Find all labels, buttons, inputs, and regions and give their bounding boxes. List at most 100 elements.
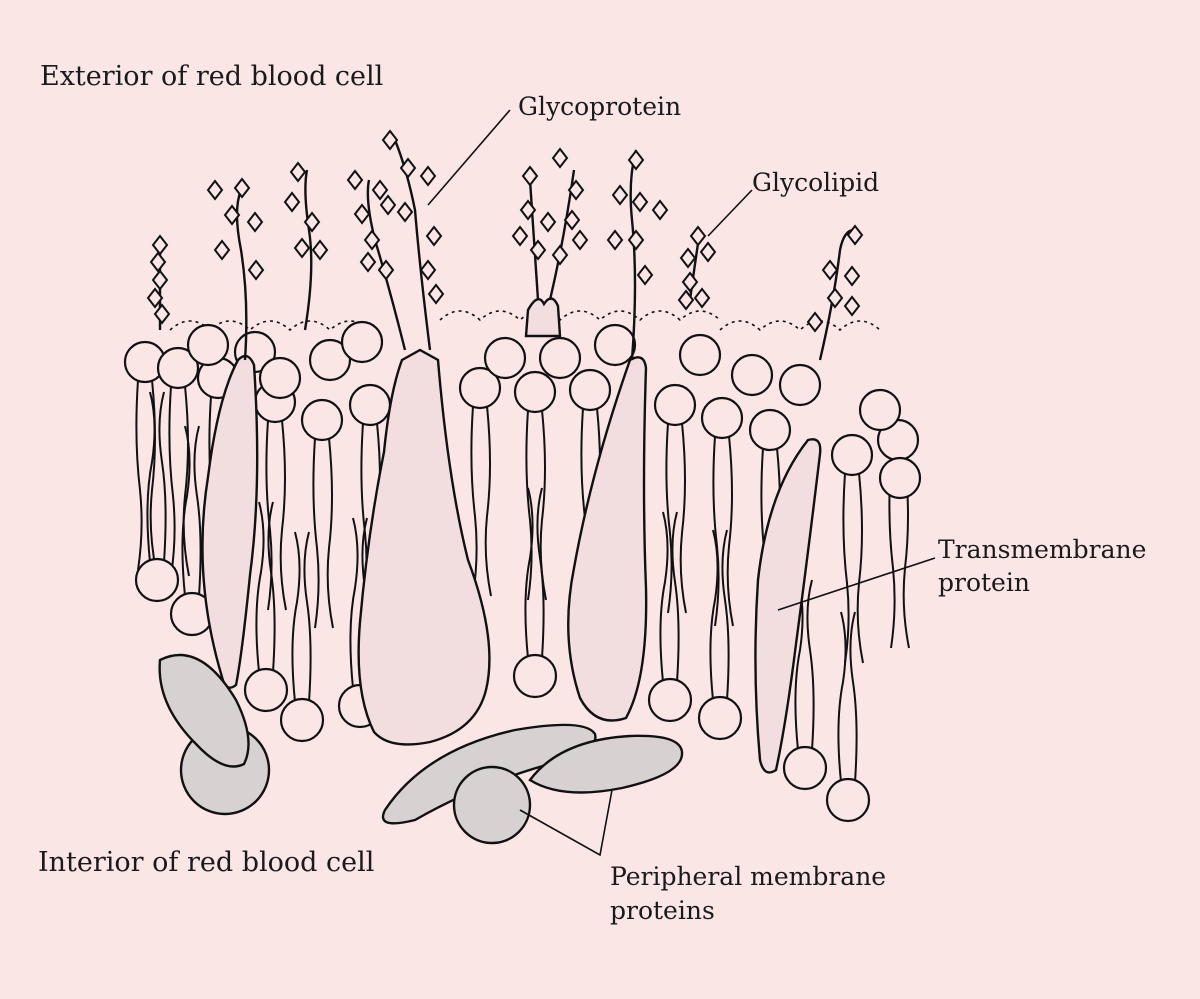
sugar-diamond: [427, 283, 445, 305]
upper-lipid-heads: [123, 320, 922, 500]
sugar-diamond: [151, 234, 169, 256]
lipid-tail: [837, 611, 847, 783]
lipid-head: [258, 356, 302, 400]
sugar-diamond: [311, 239, 329, 261]
sugar-diamond: [843, 295, 861, 317]
sugar-diamond: [353, 203, 371, 225]
lipid-tail: [158, 391, 167, 563]
peripheral-ellipse-left: [158, 653, 250, 768]
sugar-diamond: [419, 259, 437, 281]
sugar-diamond: [371, 179, 389, 201]
lipid-head: [593, 323, 637, 367]
sugar-diamond: [379, 194, 397, 216]
glycolipid-leader: [707, 189, 753, 237]
lipid-head: [186, 323, 230, 367]
lipid-tail: [524, 487, 534, 659]
lipid-tail: [470, 405, 478, 597]
lipid-tail: [265, 419, 273, 611]
lipid-tail: [303, 531, 312, 703]
sugar-diamond: [636, 264, 654, 286]
sugar-diamond: [843, 265, 861, 287]
back-row-heads: [169, 310, 881, 332]
sugar-diamond: [846, 224, 864, 246]
sugar-diamond: [631, 191, 649, 213]
peripheral-proteins: [158, 653, 684, 845]
transmembrane-label-line2: protein: [938, 568, 1030, 597]
peripheral-blob-bottom: [452, 765, 532, 845]
sugar-diamond: [213, 239, 231, 261]
sugar-diamond: [233, 177, 251, 199]
lipid-head: [830, 433, 874, 477]
sugar-diamond: [151, 269, 169, 291]
sugar-diamond: [247, 259, 265, 281]
lipid-tail: [849, 611, 858, 783]
glycoprotein-label: Glycoprotein: [518, 92, 682, 121]
lipid-head: [700, 396, 744, 440]
lipid-tail: [525, 409, 533, 601]
sugar-diamond: [563, 209, 581, 231]
glycoprotein-leader: [427, 109, 511, 206]
lipid-tail: [135, 379, 143, 571]
transmembrane-label-line1: Transmembrane: [938, 535, 1147, 564]
protein-left: [201, 354, 259, 689]
peripheral-ellipse-right: [528, 734, 684, 794]
lower-lipid-tails: [146, 391, 858, 783]
lipid-head: [678, 333, 722, 377]
sugar-diamond: [679, 247, 697, 269]
peripheral-label-line1: Peripheral membrane: [610, 862, 887, 891]
sugar-diamond: [651, 199, 669, 221]
sugar-diamond: [821, 259, 839, 281]
sugar-diamond: [289, 161, 307, 183]
lipid-tail: [168, 385, 176, 577]
protein-center-right: [567, 356, 648, 722]
lipid-tail: [806, 579, 815, 751]
lipid-head: [348, 383, 392, 427]
interior-label: Interior of red blood cell: [38, 847, 375, 878]
lipid-tail: [665, 422, 673, 614]
lipid-tail: [721, 529, 730, 701]
sugar-diamond: [293, 237, 311, 259]
lipid-head: [697, 695, 743, 741]
sugar-diamond: [529, 239, 547, 261]
sugar-diamond: [551, 147, 569, 169]
lipid-head: [538, 336, 582, 380]
peripheral-label-line2: proteins: [610, 896, 715, 925]
lipid-head: [778, 363, 822, 407]
sugar-diamond: [567, 179, 585, 201]
lipid-head: [730, 353, 774, 397]
lipid-tail: [842, 472, 850, 664]
lipid-head: [483, 336, 527, 380]
protein-small-top: [524, 297, 562, 338]
protein-center-large: [357, 348, 491, 746]
exterior-label: Exterior of red blood cell: [40, 61, 384, 92]
lipid-tail: [349, 517, 359, 689]
lipid-tail: [193, 425, 202, 597]
lipid-tail: [291, 531, 301, 703]
sugar-diamond: [399, 157, 417, 179]
sugar-diamond: [521, 165, 539, 187]
lipid-tail: [659, 511, 669, 683]
lipid-head: [156, 346, 200, 390]
lipid-tail: [255, 501, 265, 673]
sugar-diamond: [396, 201, 414, 223]
lipid-head: [653, 383, 697, 427]
lipid-tail: [181, 425, 191, 597]
sugar-diamond: [627, 229, 645, 251]
sugar-diamonds: [146, 129, 864, 333]
sugar-diamond: [425, 225, 443, 247]
sugar-diamond: [359, 251, 377, 273]
sugar-diamond: [693, 287, 711, 309]
lipid-tail: [146, 391, 156, 563]
sugar-diamond: [677, 289, 695, 311]
sugar-diamond: [511, 225, 529, 247]
lipid-head: [512, 653, 558, 699]
lipid-head: [513, 370, 557, 414]
lipid-head: [568, 368, 612, 412]
lipid-head: [878, 456, 922, 500]
lipid-head: [782, 745, 828, 791]
peripheral-leader: [519, 789, 613, 857]
lipid-head: [647, 677, 693, 723]
lipid-tail: [326, 437, 334, 629]
sugar-diamond: [571, 229, 589, 251]
